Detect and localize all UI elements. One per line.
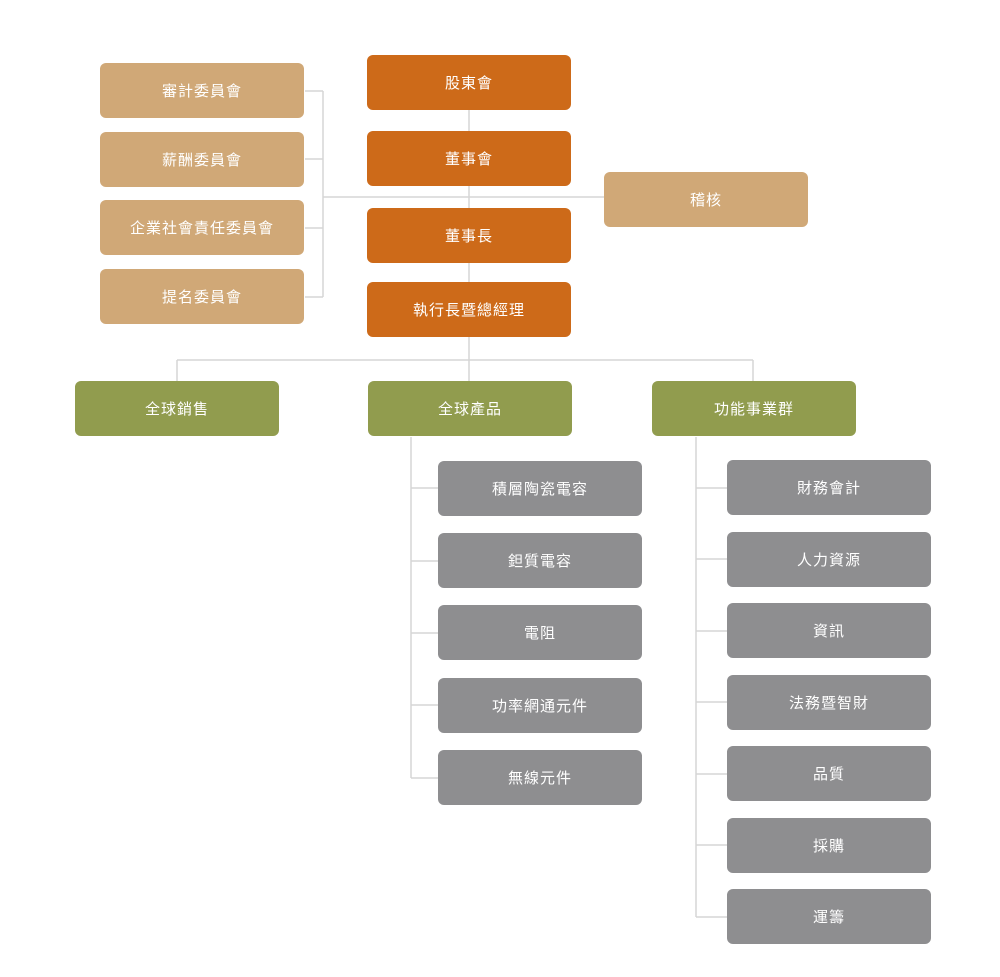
node-product-power-network[interactable]: 功率網通元件 — [438, 678, 642, 733]
node-product-mlcc[interactable]: 積層陶瓷電容 — [438, 461, 642, 516]
node-product-resistor[interactable]: 電阻 — [438, 605, 642, 660]
node-global-sales[interactable]: 全球銷售 — [75, 381, 279, 436]
node-func-quality[interactable]: 品質 — [727, 746, 931, 801]
node-board[interactable]: 董事會 — [367, 131, 571, 186]
node-remuneration-committee[interactable]: 薪酬委員會 — [100, 132, 304, 187]
node-functional-group[interactable]: 功能事業群 — [652, 381, 856, 436]
node-func-logistics[interactable]: 運籌 — [727, 889, 931, 944]
node-product-wireless[interactable]: 無線元件 — [438, 750, 642, 805]
node-func-finance[interactable]: 財務會計 — [727, 460, 931, 515]
node-func-it[interactable]: 資訊 — [727, 603, 931, 658]
node-nomination-committee[interactable]: 提名委員會 — [100, 269, 304, 324]
node-audit-committee[interactable]: 審計委員會 — [100, 63, 304, 118]
node-csr-committee[interactable]: 企業社會責任委員會 — [100, 200, 304, 255]
node-shareholders[interactable]: 股東會 — [367, 55, 571, 110]
node-func-procurement[interactable]: 採購 — [727, 818, 931, 873]
node-global-products[interactable]: 全球產品 — [368, 381, 572, 436]
node-product-tantalum[interactable]: 鉭質電容 — [438, 533, 642, 588]
node-func-legal-ip[interactable]: 法務暨智財 — [727, 675, 931, 730]
node-func-hr[interactable]: 人力資源 — [727, 532, 931, 587]
node-ceo[interactable]: 執行長暨總經理 — [367, 282, 571, 337]
node-internal-audit[interactable]: 稽核 — [604, 172, 808, 227]
node-chairman[interactable]: 董事長 — [367, 208, 571, 263]
